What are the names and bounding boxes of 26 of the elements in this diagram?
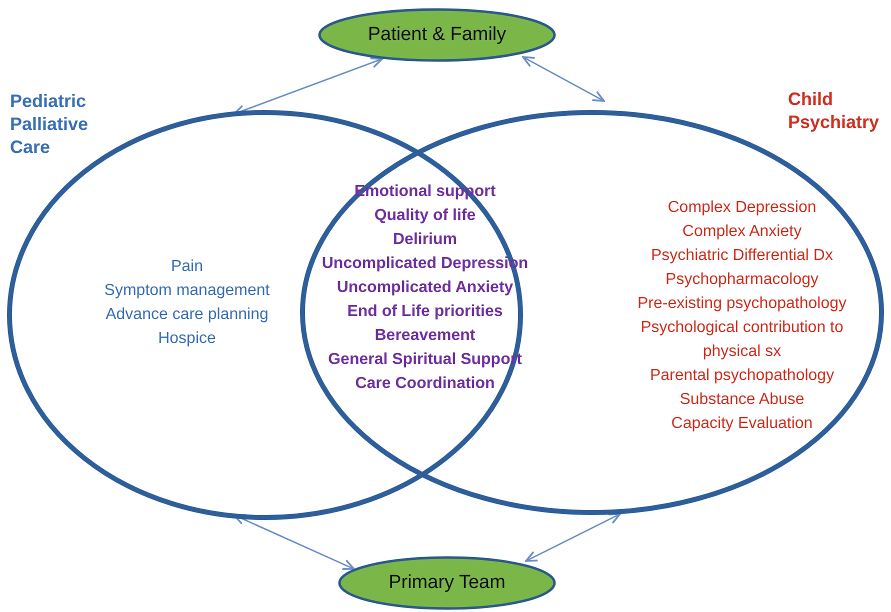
overlap-item: Bereavement (374, 326, 476, 346)
set-item: Substance Abuse (680, 390, 804, 410)
overlap-item: Care Coordination (355, 374, 495, 394)
set-item: Complex Depression (668, 198, 816, 218)
overlap-item: End of Life priorities (347, 302, 503, 322)
set-item: Psychological contribution to physical sx (640, 318, 844, 362)
double-arrow (522, 56, 605, 102)
set-item: Advance care planning (106, 305, 268, 325)
set-item: Pre-existing psychopathology (637, 294, 846, 314)
set-item: Parental psychopathology (650, 366, 834, 386)
overlap-item: Delirium (392, 230, 457, 250)
double-arrow (525, 513, 621, 562)
set-item: Complex Anxiety (682, 222, 802, 242)
set-item: Psychiatric Differential Dx (651, 246, 833, 266)
double-arrow (233, 514, 355, 570)
set-item: Symptom management (104, 281, 270, 301)
oval-label: Primary Team (388, 572, 506, 594)
overlap-item: Quality of life (374, 206, 476, 226)
oval-label: Patient & Family (366, 24, 508, 46)
set-item: Psychopharmacology (666, 270, 818, 290)
set-heading: Pediatric Palliative Care (10, 90, 90, 159)
set-heading: Child Psychiatry (788, 88, 880, 134)
set-item: Pain (170, 257, 204, 277)
overlap-item: Uncomplicated Anxiety (336, 278, 514, 298)
set-item: Capacity Evaluation (671, 414, 813, 434)
set-item: Hospice (158, 329, 216, 349)
